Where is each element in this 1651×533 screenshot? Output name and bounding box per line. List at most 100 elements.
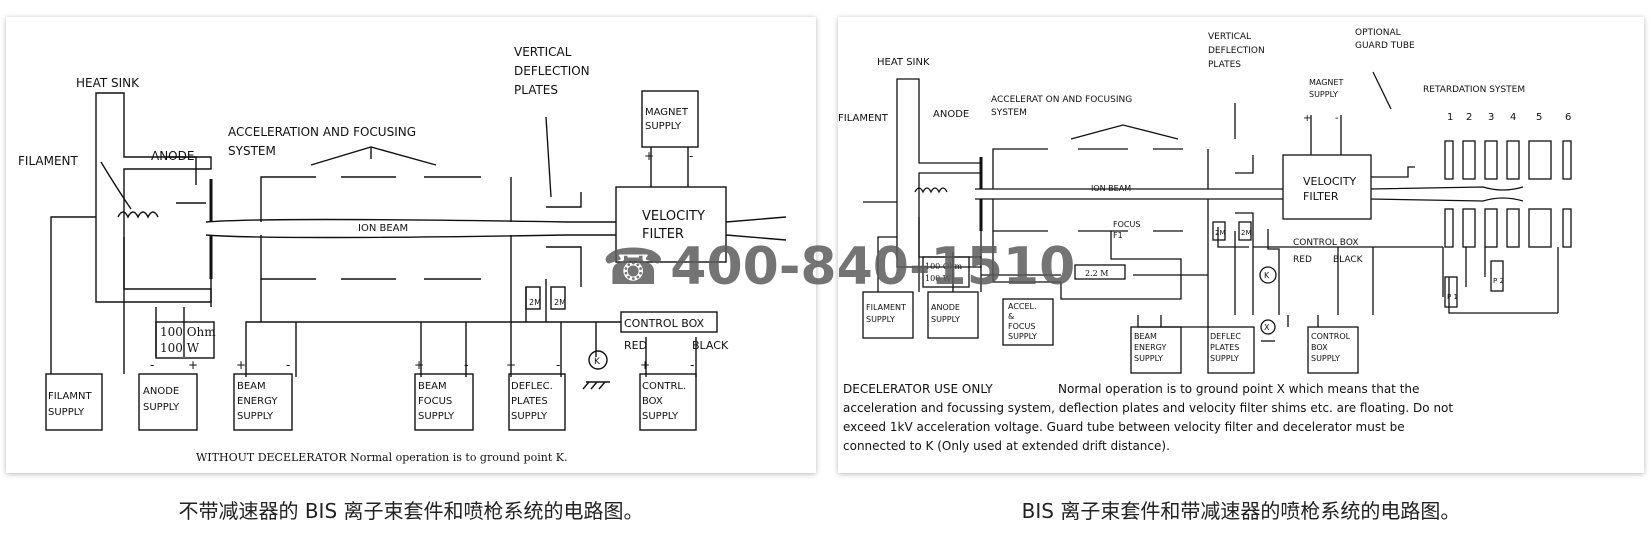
deflection-plates bbox=[546, 192, 582, 262]
resistor-p2 bbox=[1490, 260, 1504, 292]
label-red: RED bbox=[624, 339, 647, 352]
label-vdp-3: PLATES bbox=[514, 83, 558, 97]
svg-text:+: + bbox=[506, 358, 516, 372]
svg-text:+: + bbox=[1303, 113, 1311, 124]
svg-text:SUPPLY: SUPPLY bbox=[1134, 354, 1163, 363]
note-line-4: connected to K (Only used at extended dr… bbox=[843, 439, 1170, 453]
ion-beam-lines bbox=[205, 216, 787, 241]
label-vf-2: FILTER bbox=[642, 227, 684, 242]
wiring-left bbox=[50, 216, 697, 377]
vdp-pointer bbox=[545, 116, 552, 198]
label-control-box: CONTROL BOX bbox=[1293, 238, 1359, 248]
label-magnet-1: MAGNET bbox=[645, 107, 689, 118]
svg-text:6: 6 bbox=[1565, 112, 1571, 123]
svg-text:3: 3 bbox=[1488, 112, 1494, 123]
resistor-p1 bbox=[1444, 276, 1458, 308]
caption-without-decelerator: 不带减速器的 BIS 离子束套件和喷枪系统的电路图。 bbox=[178, 499, 644, 523]
svg-text:2M: 2M bbox=[1241, 229, 1252, 237]
label-k: K bbox=[1264, 271, 1270, 280]
label-accel-2: SYSTEM bbox=[228, 144, 276, 158]
ground-symbol bbox=[582, 381, 610, 390]
accel-bracket bbox=[1070, 124, 1179, 140]
note-line-1: Normal operation is to ground point X wh… bbox=[1058, 382, 1419, 396]
label-retardation: RETARDATION SYSTEM bbox=[1423, 85, 1525, 95]
label-filament: FILAMENT bbox=[838, 113, 889, 124]
retardation-electrodes bbox=[1444, 140, 1572, 248]
svg-text:BEAM: BEAM bbox=[237, 381, 266, 392]
diagram-with-decelerator: HEAT SINK FILAMENT ANODE ACCELERAT ON AN… bbox=[838, 17, 1644, 473]
caption-with-decelerator: BIS 离子束套件和带减速器的喷枪系统的电路图。 bbox=[1021, 499, 1461, 523]
svg-text:BOX: BOX bbox=[1311, 343, 1328, 352]
velocity-filter-box bbox=[1282, 154, 1372, 220]
svg-text:+: + bbox=[188, 358, 198, 372]
svg-text:ACCEL.: ACCEL. bbox=[1008, 302, 1037, 311]
resistor-2m-a bbox=[1212, 221, 1226, 241]
label-accel-1: ACCELERAT ON AND FOCUSING bbox=[991, 95, 1132, 105]
svg-text:+: + bbox=[640, 358, 650, 372]
svg-text:SUPPLY: SUPPLY bbox=[511, 411, 548, 422]
label-k: K bbox=[594, 357, 601, 367]
beam-energy-supply-box bbox=[233, 373, 293, 431]
label-resistor-2: 100 W bbox=[160, 341, 200, 355]
svg-text:2M: 2M bbox=[554, 298, 566, 307]
beam-focus-supply-box bbox=[414, 373, 474, 431]
svg-text:2.2 M: 2.2 M bbox=[1085, 269, 1108, 278]
svg-text:SUPPLY: SUPPLY bbox=[931, 315, 960, 324]
label-accel-1: ACCELERATION AND FOCUSING bbox=[228, 125, 416, 139]
resistor-100-ohm bbox=[922, 256, 970, 288]
resistor-2-2m bbox=[1074, 264, 1126, 280]
svg-text:1: 1 bbox=[1447, 112, 1453, 123]
label-guard-2: GUARD TUBE bbox=[1355, 41, 1415, 51]
circuit-diagram-left: HEAT SINK FILAMENT ANODE ACCELERATION AN… bbox=[18, 45, 787, 464]
filament-supply-box bbox=[45, 373, 103, 431]
svg-text:SUPPLY: SUPPLY bbox=[1311, 354, 1340, 363]
svg-text:DEFLEC: DEFLEC bbox=[1210, 332, 1241, 341]
wiring-right bbox=[863, 201, 1559, 328]
heat-sink-outline bbox=[896, 78, 982, 268]
svg-text:-: - bbox=[689, 149, 693, 163]
ground-point-x bbox=[1260, 319, 1276, 335]
svg-text:-: - bbox=[286, 358, 290, 372]
svg-text:4: 4 bbox=[1510, 112, 1516, 123]
svg-text:100 Ohm: 100 Ohm bbox=[925, 262, 963, 271]
note-line-2: acceleration and focussing system, defle… bbox=[843, 401, 1453, 415]
svg-text:ENERGY: ENERGY bbox=[1134, 343, 1166, 352]
svg-text:+: + bbox=[414, 358, 424, 372]
label-red: RED bbox=[1293, 255, 1312, 265]
label-anode: ANODE bbox=[933, 109, 969, 120]
resistor-2m-b bbox=[1238, 221, 1252, 241]
svg-text:-: - bbox=[150, 358, 154, 372]
svg-text:2M: 2M bbox=[1215, 229, 1226, 237]
filament-coil bbox=[117, 211, 159, 219]
resistor-2m-a bbox=[525, 286, 541, 310]
label-vf-2: FILTER bbox=[1303, 190, 1339, 203]
svg-text:PLATES: PLATES bbox=[511, 396, 548, 407]
svg-text:&: & bbox=[1008, 312, 1014, 321]
svg-text:SUPPLY: SUPPLY bbox=[48, 407, 85, 418]
label-magnet-1: MAGNET bbox=[1309, 78, 1343, 87]
label-control-box: CONTROL BOX bbox=[624, 317, 705, 330]
svg-text:-: - bbox=[1335, 113, 1339, 124]
guard-tube-pointer bbox=[1371, 71, 1415, 178]
accel-focus-supply-box bbox=[1002, 298, 1054, 346]
label-black: BLACK bbox=[1333, 255, 1364, 265]
svg-text:SUPPLY: SUPPLY bbox=[237, 411, 274, 422]
accel-bracket bbox=[310, 146, 437, 166]
label-vdp-1: VERTICAL bbox=[1208, 32, 1251, 42]
control-box-supply-box bbox=[1307, 326, 1359, 374]
beam-energy-supply-box bbox=[1130, 326, 1182, 374]
label-vdp-2: DEFLECTION bbox=[514, 64, 590, 78]
svg-text:SUPPLY: SUPPLY bbox=[642, 411, 679, 422]
svg-text:FILAMENT: FILAMENT bbox=[866, 303, 906, 312]
ground-point-k bbox=[1259, 266, 1277, 284]
label-black: BLACK bbox=[692, 339, 729, 352]
label-heat-sink: HEAT SINK bbox=[877, 57, 930, 68]
svg-text:ANODE: ANODE bbox=[143, 386, 179, 397]
svg-text:FILAMNT: FILAMNT bbox=[48, 391, 92, 402]
svg-text:-: - bbox=[690, 358, 694, 372]
svg-text:P 1: P 1 bbox=[1447, 293, 1458, 301]
svg-text:CONTRL.: CONTRL. bbox=[642, 381, 686, 392]
svg-text:F1: F1 bbox=[1113, 231, 1123, 240]
svg-text:ANODE: ANODE bbox=[931, 303, 960, 312]
svg-text:SUPPLY: SUPPLY bbox=[866, 315, 895, 324]
